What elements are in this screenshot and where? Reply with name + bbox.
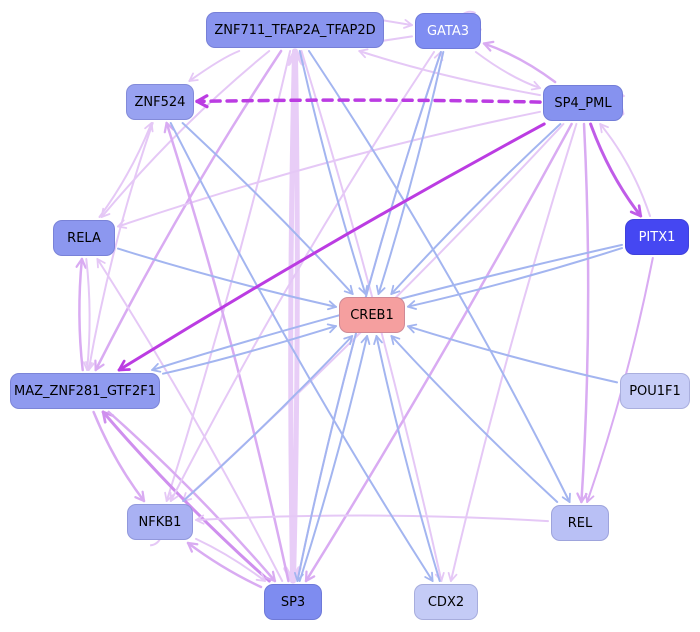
node-NFKB1[interactable]: NFKB1: [127, 504, 193, 540]
node-CDX2[interactable]: CDX2: [414, 584, 478, 620]
node-ZNF524[interactable]: ZNF524: [126, 84, 194, 120]
node-REL[interactable]: REL: [551, 505, 609, 541]
node-MAZ_ZNF281_GTF2F1[interactable]: MAZ_ZNF281_GTF2F1: [10, 373, 160, 409]
node-CREB1[interactable]: CREB1: [339, 297, 405, 333]
node-GATA3[interactable]: GATA3: [415, 13, 481, 49]
node-ZNF711_TFAP2A_TFAP2D[interactable]: ZNF711_TFAP2A_TFAP2D: [206, 12, 384, 48]
node-PITX1[interactable]: PITX1: [625, 219, 689, 255]
node-SP3[interactable]: SP3: [264, 584, 322, 620]
node-SP4_PML[interactable]: SP4_PML: [543, 85, 623, 121]
node-RELA[interactable]: RELA: [53, 220, 115, 256]
node-POU1F1[interactable]: POU1F1: [620, 373, 690, 409]
